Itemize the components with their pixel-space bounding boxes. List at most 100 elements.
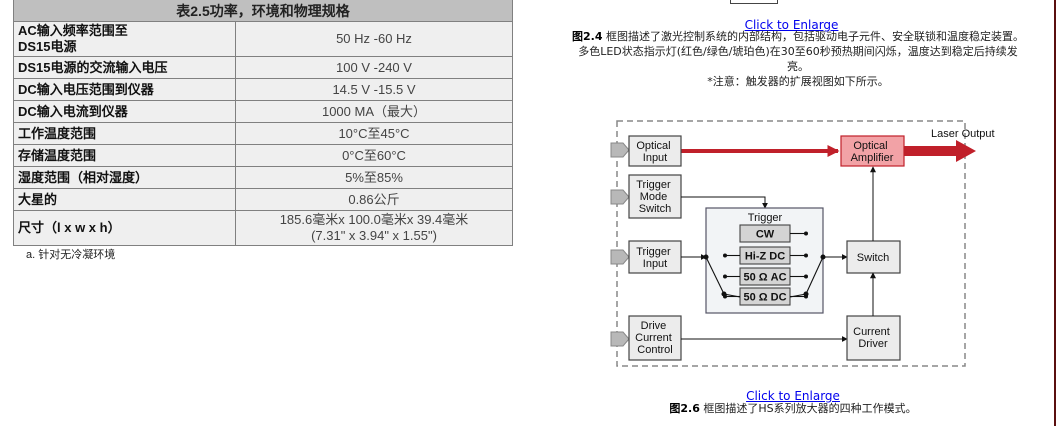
trigger-mode-label-1: Trigger: [636, 179, 671, 191]
trigger-mode-connector-icon: [610, 189, 630, 205]
trigger-mode-label-2: Mode: [640, 191, 668, 203]
spec-value-text: 10°C至45°C: [338, 125, 410, 141]
trigger-mode-label: CW: [756, 229, 775, 241]
spec-value: 1000 MA（最大）: [235, 100, 513, 123]
trigger-mode-switch-box: [628, 174, 682, 219]
spec-table-row: 尺寸（l x w x h）185.6毫米x 100.0毫米x 39.4毫米(7.…: [13, 210, 513, 246]
drive-current-label-3: Control: [637, 344, 672, 356]
laser-output-arrow-icon: [904, 140, 976, 162]
optical-amplifier-label-2: Amplifier: [851, 152, 894, 164]
trigger-mode-contact-dot: [804, 274, 808, 279]
spec-value-text: 1000 MA（最大）: [321, 103, 427, 119]
spec-table-row: 大星的 0.86公斤: [13, 188, 513, 211]
optical-amplifier-box: [840, 135, 905, 167]
spec-value: 50 Hz -60 Hz: [235, 21, 513, 57]
svg-text:Optical Input: Optical Input: [636, 140, 673, 164]
drive-current-label-1: Drive: [641, 320, 667, 332]
spec-value-text: 14.5 V -15.5 V: [332, 81, 416, 97]
spec-value-text: 50 Hz -60 Hz: [336, 31, 412, 46]
drive-current-label-2: Current: [635, 332, 672, 344]
trigger-input-connector-icon: [610, 249, 630, 265]
trigger-mode-contact-dot: [723, 274, 727, 279]
spec-parameter: 尺寸（l x w x h）: [13, 210, 236, 246]
trigger-mode-label: Hi-Z DC: [745, 251, 785, 263]
spec-parameter: DC输入电流到仪器: [13, 100, 236, 123]
spec-parameter: DS15电源的交流输入电压: [13, 56, 236, 79]
figure-2-6-label: 图2.6: [669, 402, 700, 415]
optical-amplifier-label-1: Optical: [853, 140, 887, 152]
spec-parameter: 存储温度范围: [13, 144, 236, 167]
trigger-input-label-1: Trigger: [636, 246, 671, 258]
spec-value-text: 5%至85%: [345, 169, 403, 185]
figure-2-4-enlarge-link[interactable]: Click to Enlarge: [744, 18, 839, 32]
spec-value: 5%至85%: [235, 166, 513, 189]
spec-table-row: DC输入电压范围到仪器 14.5 V -15.5 V: [13, 78, 513, 101]
optical-input-box: [628, 135, 682, 167]
spec-parameter: 大星的: [13, 188, 236, 211]
figure-2-4-note: *注意：触发器的扩展视图如下所示。: [707, 75, 889, 88]
trigger-mode-label: 50 Ω DC: [743, 292, 786, 304]
drive-current-connector-icon: [610, 331, 630, 347]
drive-current-control-box: [628, 315, 682, 361]
switch-label: Switch: [857, 252, 889, 264]
spec-parameter-text: DS15电源的交流输入电压: [18, 59, 168, 75]
spec-parameter-text: DS15电源: [18, 39, 77, 54]
spec-table-row: 工作温度范围 10°C至45°C: [13, 122, 513, 145]
hs-amplifier-block-diagram[interactable]: Laser Output Optical Input Optical Ampli…: [600, 110, 1010, 380]
spec-parameter: 工作温度范围: [13, 122, 236, 145]
current-driver-box: [846, 315, 901, 361]
spec-parameter-text: DC输入电压范围到仪器: [18, 81, 154, 97]
trigger-mode-label: 50 Ω AC: [743, 272, 786, 284]
spec-value-text: 185.6毫米x 100.0毫米x 39.4毫米: [279, 212, 469, 227]
figure-2-6-enlarge-link[interactable]: Click to Enlarge: [746, 389, 840, 403]
spec-value-text: (7.31" x 3.94" x 1.55"): [311, 228, 437, 243]
spec-table-row: DS15电源的交流输入电压 100 V -240 V: [13, 56, 513, 79]
optical-input-connector-icon: [610, 142, 630, 158]
spec-table-row: 湿度范围（相对湿度） 5%至85%: [13, 166, 513, 189]
trigger-group-title: Trigger: [748, 212, 783, 224]
trigger-mode-contact-dot: [804, 231, 808, 236]
spec-value: 14.5 V -15.5 V: [235, 78, 513, 101]
figure-2-4-label: 图2.4: [572, 30, 603, 43]
mode-to-trigger-line: [681, 196, 768, 209]
spec-value: 10°C至45°C: [235, 122, 513, 145]
figure-2-4-caption: 图2.4 框图描述了激光控制系统的内部结构，包括驱动电子元件、安全联锁和温度稳定…: [567, 29, 1029, 89]
svg-text:Drive Current Control: Drive Current Control: [635, 320, 675, 356]
spec-table-row: 存储温度范围 0°C至60°C: [13, 144, 513, 167]
figure-2-4-text-2: 多色LED状态指示灯(红色/绿色/琥珀色)在30至60秒预热期间闪烁，温度达到稳…: [578, 45, 1018, 58]
spec-parameter: 湿度范围（相对湿度）: [13, 166, 236, 189]
current-driver-label-2: Driver: [858, 338, 888, 350]
spec-table-row: DC输入电流到仪器 1000 MA（最大）: [13, 100, 513, 123]
spec-value-text: 0.86公斤: [348, 191, 400, 207]
optical-input-label-2: Input: [643, 152, 667, 164]
trigger-mode-contact-dot: [723, 253, 727, 258]
svg-text:Trigger Mode Switch: Trigger Mode Switch: [636, 179, 674, 215]
instrument-boundary: [616, 120, 966, 367]
optical-input-label-1: Optical: [636, 140, 670, 152]
spec-table-footnote: a. 针对无冷凝环境: [26, 249, 116, 261]
svg-text:Optical Amplifier: Optical Amplifier: [851, 140, 894, 164]
svg-text:Trigger Input: Trigger Input: [636, 246, 674, 270]
svg-text:Current Driver: Current Driver: [853, 326, 893, 350]
spec-parameter: DC输入电压范围到仪器: [13, 78, 236, 101]
figure-2-4-text-1: 框图描述了激光控制系统的内部结构，包括驱动电子元件、安全联锁和温度稳定装置。: [602, 30, 1024, 43]
spec-parameter-text: 湿度范围（相对湿度）: [18, 169, 149, 185]
switch-box: [846, 240, 901, 274]
page-right-border: [1054, 0, 1056, 426]
spec-table-title: 表2.5功率，环境和物理规格: [13, 0, 513, 22]
spec-parameter-text: 存储温度范围: [18, 147, 97, 163]
spec-parameter-text: DC输入电流到仪器: [18, 103, 128, 119]
spec-value-text: 0°C至60°C: [342, 147, 406, 163]
figure-2-6-text: 框图描述了HS系列放大器的四种工作模式。: [699, 402, 917, 415]
current-driver-label-1: Current: [853, 326, 890, 338]
trigger-mode-label-3: Switch: [639, 203, 671, 215]
trigger-input-label-2: Input: [643, 258, 667, 270]
spec-value: 100 V -240 V: [235, 56, 513, 79]
previous-figure-frame: [730, 0, 778, 4]
trigger-mode-contact-dot: [804, 253, 808, 258]
spec-value: 185.6毫米x 100.0毫米x 39.4毫米(7.31" x 3.94" x…: [235, 210, 513, 246]
spec-parameter-text: 工作温度范围: [18, 125, 97, 141]
spec-value: 0.86公斤: [235, 188, 513, 211]
